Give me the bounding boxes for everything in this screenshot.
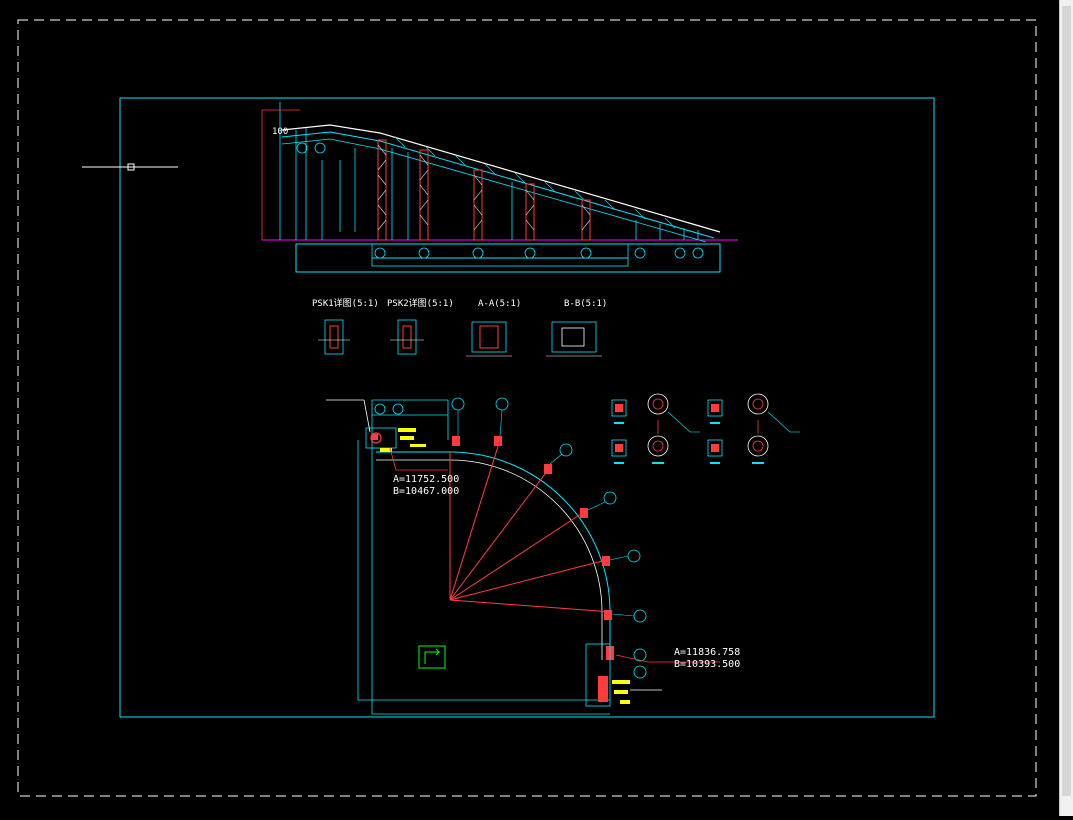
vertical-scrollbar[interactable] xyxy=(1059,0,1073,816)
plan-arc-inner xyxy=(376,459,603,660)
detail-psk2 xyxy=(390,319,424,355)
scrollbar-thumb[interactable] xyxy=(1062,6,1071,796)
crosshair-cursor-icon xyxy=(82,163,178,171)
title-psk2: PSK2详图(5:1) xyxy=(387,297,454,309)
radial-lines xyxy=(449,439,613,613)
detail-bb xyxy=(546,321,602,357)
plan-view: A=11752.500 B=10467.000 A=11836.758 B=10… xyxy=(326,397,740,715)
roof-bottom-chord xyxy=(281,131,715,239)
coord2-a: A=11836.758 xyxy=(674,647,740,658)
coord1-a: A=11752.500 xyxy=(393,474,459,485)
corner-detail-top-left xyxy=(326,399,448,471)
corner-detail-bottom-right xyxy=(585,643,720,707)
plan-arc-outer xyxy=(376,451,611,660)
detail-aa xyxy=(466,321,512,357)
arc-nodes xyxy=(374,397,647,679)
roof-top-chord xyxy=(281,124,721,233)
axis-bubbles-elevation xyxy=(296,142,704,259)
title-psk1: PSK1详图(5:1) xyxy=(312,297,379,309)
detail-psk1 xyxy=(318,319,350,355)
paper-border xyxy=(17,19,1037,797)
drawing-frame xyxy=(119,97,935,718)
ucs-icon[interactable] xyxy=(418,645,446,669)
elevation-view: 100 xyxy=(261,102,738,273)
section-details: PSK1详图(5:1) PSK2详图(5:1) A-A(5:1) B-B(5:1… xyxy=(312,297,607,357)
coord2-b: B=10393.500 xyxy=(674,659,740,670)
elevation-label: 100 xyxy=(272,127,288,137)
title-bb: B-B(5:1) xyxy=(564,299,607,309)
coord1-b: B=10467.000 xyxy=(393,486,459,497)
steel-columns xyxy=(377,139,699,241)
title-aa: A-A(5:1) xyxy=(478,299,521,309)
node-details xyxy=(611,393,800,464)
